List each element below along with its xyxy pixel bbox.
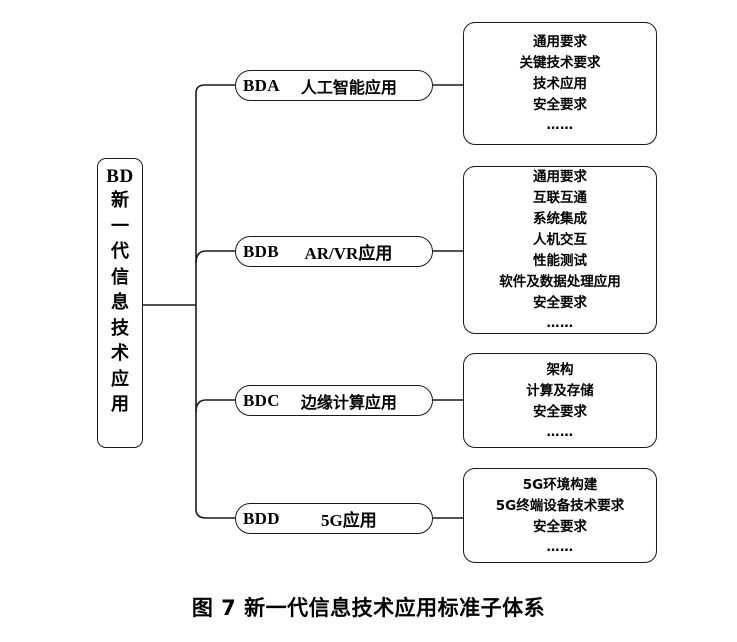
detail-line: 安全要求 <box>533 97 587 113</box>
connector-branch-bda <box>195 84 235 97</box>
detail-box-bdd[interactable]: 5G环境构建 5G终端设备技术要求 安全要求 …… <box>463 468 657 563</box>
root-label-char: 一 <box>111 215 129 237</box>
detail-line: 关键技术要求 <box>519 55 601 71</box>
detail-line: 架构 <box>546 361 574 378</box>
root-label-char: 息 <box>111 292 129 313</box>
branch-node-bdc[interactable]: BDC 边缘计算应用 <box>235 385 433 416</box>
detail-line-ellipsis: …… <box>546 316 574 331</box>
root-node[interactable]: BD 新 一 代 信 息 技 术 应 用 <box>97 158 143 448</box>
branch-code: BDB <box>243 241 279 261</box>
root-node-label: 新 一 代 信 息 技 术 应 用 <box>111 188 129 418</box>
connector-branch-bdb <box>195 250 235 264</box>
detail-line-ellipsis: …… <box>546 539 574 555</box>
detail-line: 安全要求 <box>533 518 587 535</box>
branch-label: 人工智能应用 <box>300 77 397 97</box>
connector-branch-bdd <box>195 503 235 519</box>
detail-line: 软件及数据处理应用 <box>499 274 621 290</box>
branch-code: BDC <box>243 390 280 410</box>
branch-node-bda[interactable]: BDA 人工智能应用 <box>235 70 433 101</box>
branch-code: BDD <box>243 508 280 528</box>
figure-caption: 图 7 新一代信息技术应用标准子体系 <box>191 596 546 620</box>
detail-line: 5G环境构建 <box>522 476 598 493</box>
detail-box-bdc[interactable]: 架构 计算及存储 安全要求 …… <box>463 353 657 448</box>
branch-label: 5G应用 <box>321 511 377 530</box>
branch-label: AR/VR应用 <box>304 244 393 263</box>
root-node-code: BD <box>106 166 134 187</box>
detail-line: 安全要求 <box>533 403 587 420</box>
detail-line: 安全要求 <box>533 295 587 311</box>
branch-label: 边缘计算应用 <box>300 392 397 412</box>
detail-line: 5G终端设备技术要求 <box>495 497 625 514</box>
detail-line: 技术应用 <box>533 76 587 92</box>
branch-node-bdb[interactable]: BDB AR/VR应用 <box>235 236 433 267</box>
detail-line: 通用要求 <box>533 169 587 185</box>
detail-box-bdb[interactable]: 通用要求 互联互通 系统集成 人机交互 性能测试 软件及数据处理应用 安全要求 … <box>463 166 657 334</box>
root-label-char: 代 <box>111 241 129 262</box>
root-label-char: 技 <box>111 317 129 339</box>
detail-line: 计算及存储 <box>526 382 594 399</box>
root-label-char: 新 <box>111 190 129 211</box>
detail-line-ellipsis: …… <box>546 118 574 133</box>
connector-branch-bdc <box>195 399 235 413</box>
detail-box-bda[interactable]: 通用要求 关键技术要求 技术应用 安全要求 …… <box>463 22 657 145</box>
root-label-char: 应 <box>111 368 129 390</box>
branch-code: BDA <box>243 75 280 95</box>
detail-line: 性能测试 <box>533 253 587 269</box>
root-label-char: 用 <box>111 394 129 415</box>
detail-line: 通用要求 <box>533 34 587 50</box>
detail-line-ellipsis: …… <box>546 424 574 440</box>
detail-line: 互联互通 <box>533 190 587 206</box>
root-label-char: 术 <box>111 343 129 364</box>
branch-node-bdd[interactable]: BDD 5G应用 <box>235 503 433 534</box>
root-label-char: 信 <box>111 266 129 288</box>
detail-line: 人机交互 <box>533 232 587 248</box>
detail-line: 系统集成 <box>533 211 587 227</box>
